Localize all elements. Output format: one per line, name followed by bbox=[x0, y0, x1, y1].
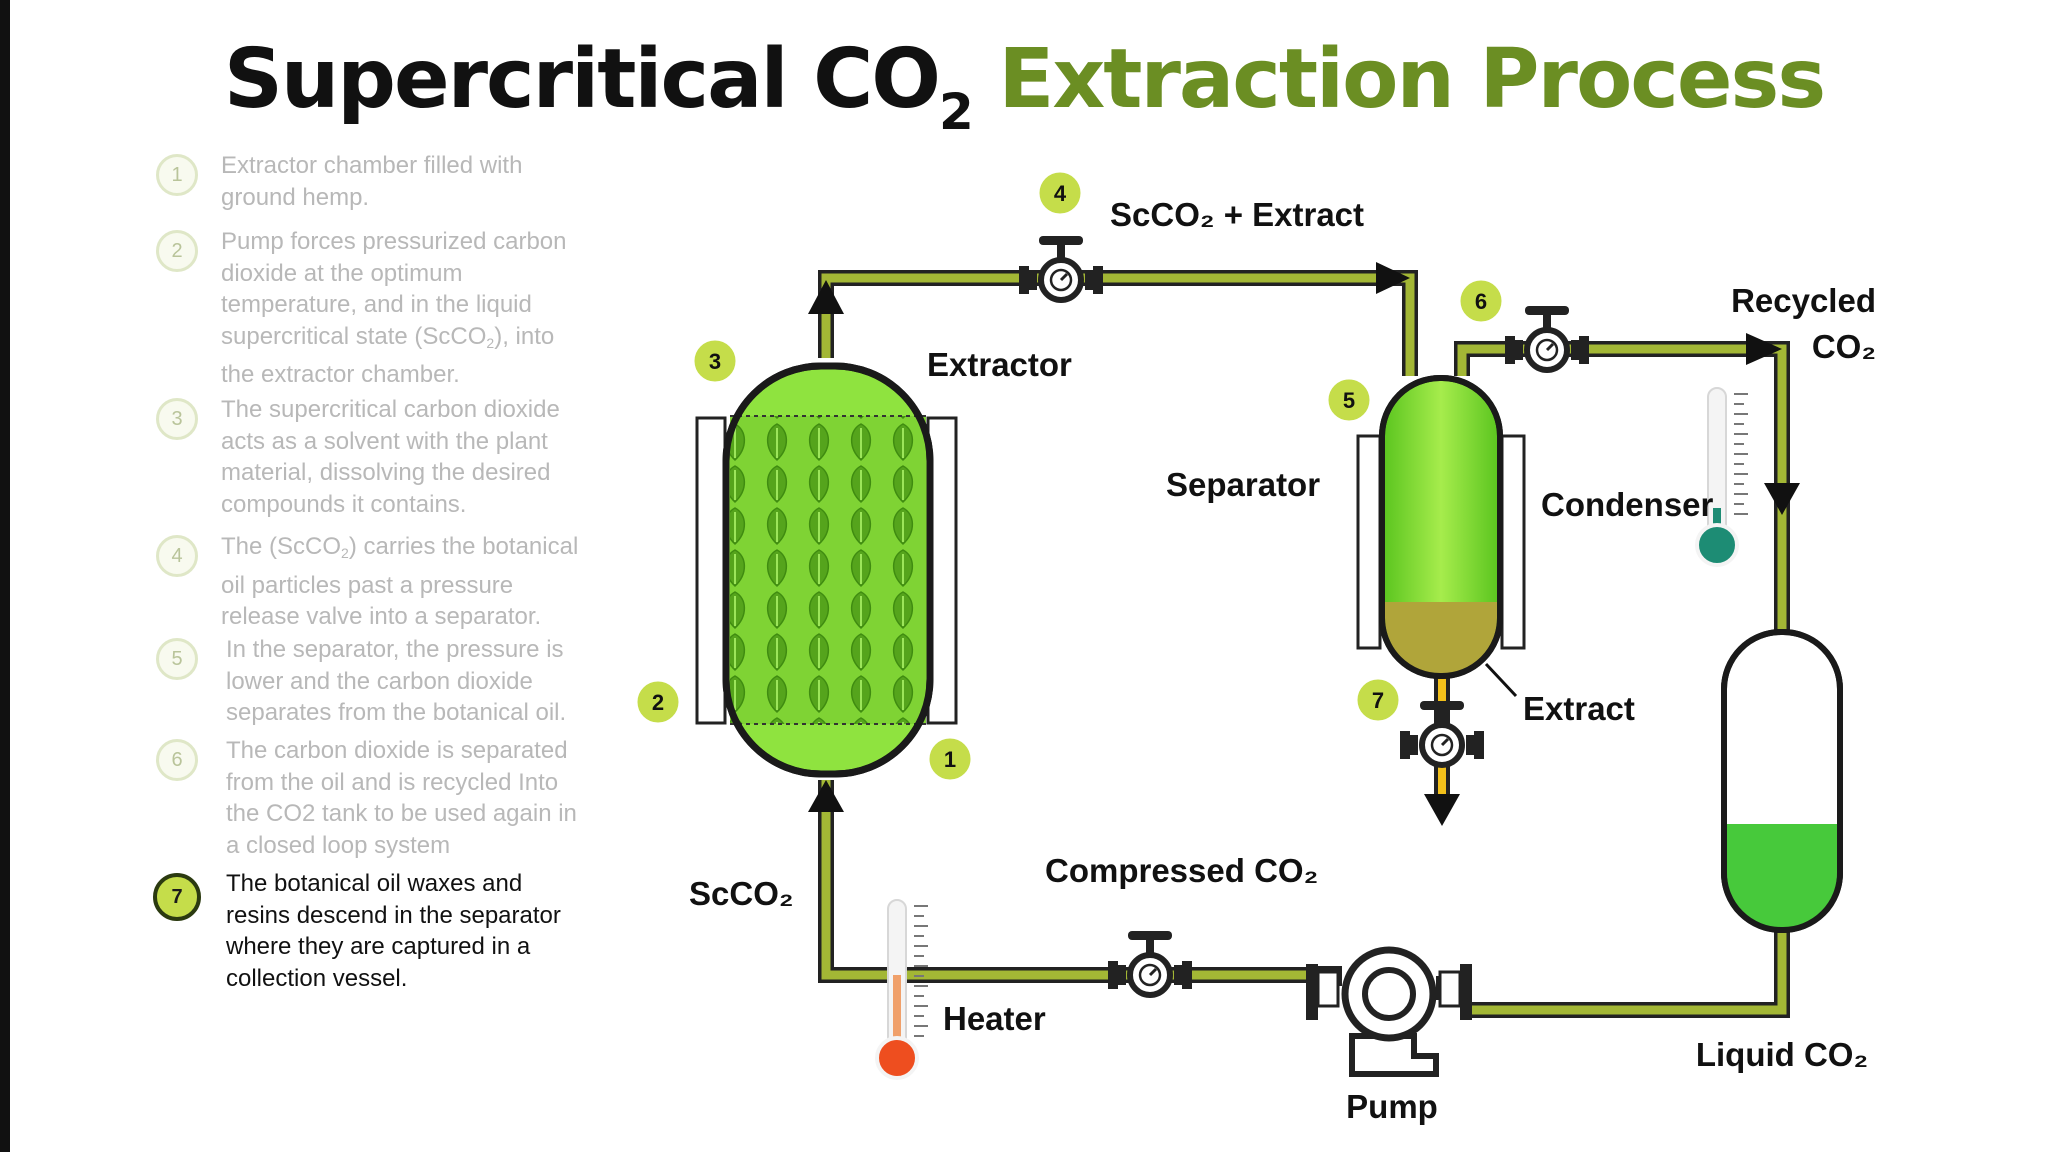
valve-icon bbox=[1108, 931, 1192, 995]
extractor-vessel bbox=[695, 362, 958, 778]
title-part-1: Supercritical CO bbox=[223, 32, 941, 127]
label-scco2: ScCO₂ bbox=[689, 875, 794, 912]
marker-label: 2 bbox=[652, 690, 664, 715]
step-line: the extractor chamber. bbox=[221, 361, 460, 388]
label-heater: Heater bbox=[943, 1000, 1046, 1037]
pump-icon bbox=[1306, 946, 1472, 1077]
marker-label: 4 bbox=[1054, 181, 1067, 206]
label-pump: Pump bbox=[1346, 1088, 1438, 1125]
step-line: a closed loop system bbox=[226, 831, 451, 859]
step-line: In the separator, the pressure is bbox=[226, 636, 564, 663]
marker-1: 1 bbox=[926, 735, 974, 783]
step-line: from the oil and is recycled Into bbox=[226, 768, 559, 796]
thermometer-icon bbox=[1695, 387, 1748, 567]
label-separator: Separator bbox=[1166, 466, 1320, 503]
step-text: The carbon dioxide is separated from the… bbox=[226, 735, 578, 861]
marker-label: 1 bbox=[944, 747, 956, 772]
step-number-circle: 7 bbox=[153, 873, 201, 921]
marker-label: 5 bbox=[1343, 388, 1355, 413]
step-text: The botanical oil waxes and resins desce… bbox=[226, 868, 578, 994]
marker-7: 7 bbox=[1354, 676, 1402, 724]
step-line: The supercritical carbon dioxide bbox=[221, 396, 560, 423]
valve-icon bbox=[1505, 306, 1589, 370]
step-line: temperature, and in the liquid bbox=[221, 291, 532, 318]
leaf-icon bbox=[730, 416, 926, 724]
step-line: Pump forces pressurized carbon bbox=[221, 228, 567, 255]
marker-label: 6 bbox=[1475, 289, 1487, 314]
step-number-circle: 2 bbox=[156, 230, 198, 272]
step-line: compounds it contains. bbox=[221, 490, 467, 518]
valve-icon bbox=[1400, 701, 1484, 765]
step-text: Extractor chamber filled with ground hem… bbox=[221, 150, 573, 213]
step-line: supercritical state (ScCO2), into bbox=[221, 322, 555, 351]
step-line: dioxide at the optimum bbox=[221, 259, 463, 287]
label-condenser: Condenser bbox=[1541, 486, 1714, 523]
step-number-circle: 4 bbox=[156, 535, 198, 577]
title-subscript: 2 bbox=[939, 83, 974, 141]
step-line: separates from the botanical oil. bbox=[226, 699, 567, 726]
step-line: oil particles past a pressure bbox=[221, 571, 514, 599]
thermometer-icon bbox=[875, 899, 928, 1080]
page-title: Supercritical CO2 Extraction Process bbox=[0, 30, 2048, 141]
co2-tank bbox=[1721, 629, 1843, 933]
step-line: ground hemp. bbox=[221, 183, 370, 211]
marker-4: 4 bbox=[1036, 169, 1084, 217]
marker-label: 7 bbox=[1372, 688, 1384, 713]
step-number-circle: 1 bbox=[156, 154, 198, 196]
step-line: resins descend in the separator bbox=[226, 901, 561, 929]
label-recycled: Recycled bbox=[1731, 282, 1876, 319]
pipe-network bbox=[818, 270, 1790, 1018]
left-edge-bar bbox=[0, 0, 10, 1152]
step-line: The botanical oil waxes and bbox=[226, 870, 523, 897]
step-text: Pump forces pressurized carbon dioxide a… bbox=[221, 226, 573, 391]
marker-5: 5 bbox=[1325, 376, 1373, 424]
step-text: The supercritical carbon dioxide acts as… bbox=[221, 394, 573, 520]
step-number-circle: 3 bbox=[156, 398, 198, 440]
separator-vessel bbox=[1356, 375, 1526, 698]
step-line: collection vessel. bbox=[226, 964, 408, 992]
step-line: The carbon dioxide is separated bbox=[226, 737, 568, 764]
step-line: The (ScCO2) carries the botanical bbox=[221, 533, 579, 561]
step-line: material, dissolving the desired bbox=[221, 459, 551, 486]
step-line: acts as a solvent with the plant bbox=[221, 427, 548, 455]
marker-label: 3 bbox=[709, 349, 721, 374]
step-line: lower and the carbon dioxide bbox=[226, 667, 533, 695]
title-part-2: Extraction Process bbox=[998, 32, 1826, 127]
marker-6: 6 bbox=[1457, 277, 1505, 325]
label-extract: Extract bbox=[1523, 690, 1635, 727]
label-liquid-co2: Liquid CO₂ bbox=[1696, 1036, 1868, 1073]
step-line: Extractor chamber filled with bbox=[221, 152, 523, 179]
step-line: the CO2 tank to be used again in bbox=[226, 800, 577, 827]
marker-2: 2 bbox=[634, 678, 682, 726]
step-number-circle: 6 bbox=[156, 739, 198, 781]
label-compressed-co2: Compressed CO₂ bbox=[1045, 852, 1318, 889]
step-line: release valve into a separator. bbox=[221, 603, 542, 630]
step-text: The (ScCO2) carries the botanical oil pa… bbox=[221, 531, 579, 633]
flow-arrow-icon bbox=[808, 262, 1800, 826]
step-line: where they are captured in a bbox=[226, 933, 531, 960]
marker-3: 3 bbox=[691, 337, 739, 385]
label-recycled-co2: CO₂ bbox=[1812, 328, 1876, 365]
label-scco2-extract: ScCO₂ + Extract bbox=[1110, 196, 1364, 233]
step-number-circle: 5 bbox=[156, 638, 198, 680]
label-extractor: Extractor bbox=[927, 346, 1072, 383]
valve-icon bbox=[1019, 236, 1103, 300]
step-text: In the separator, the pressure is lower … bbox=[226, 634, 578, 729]
